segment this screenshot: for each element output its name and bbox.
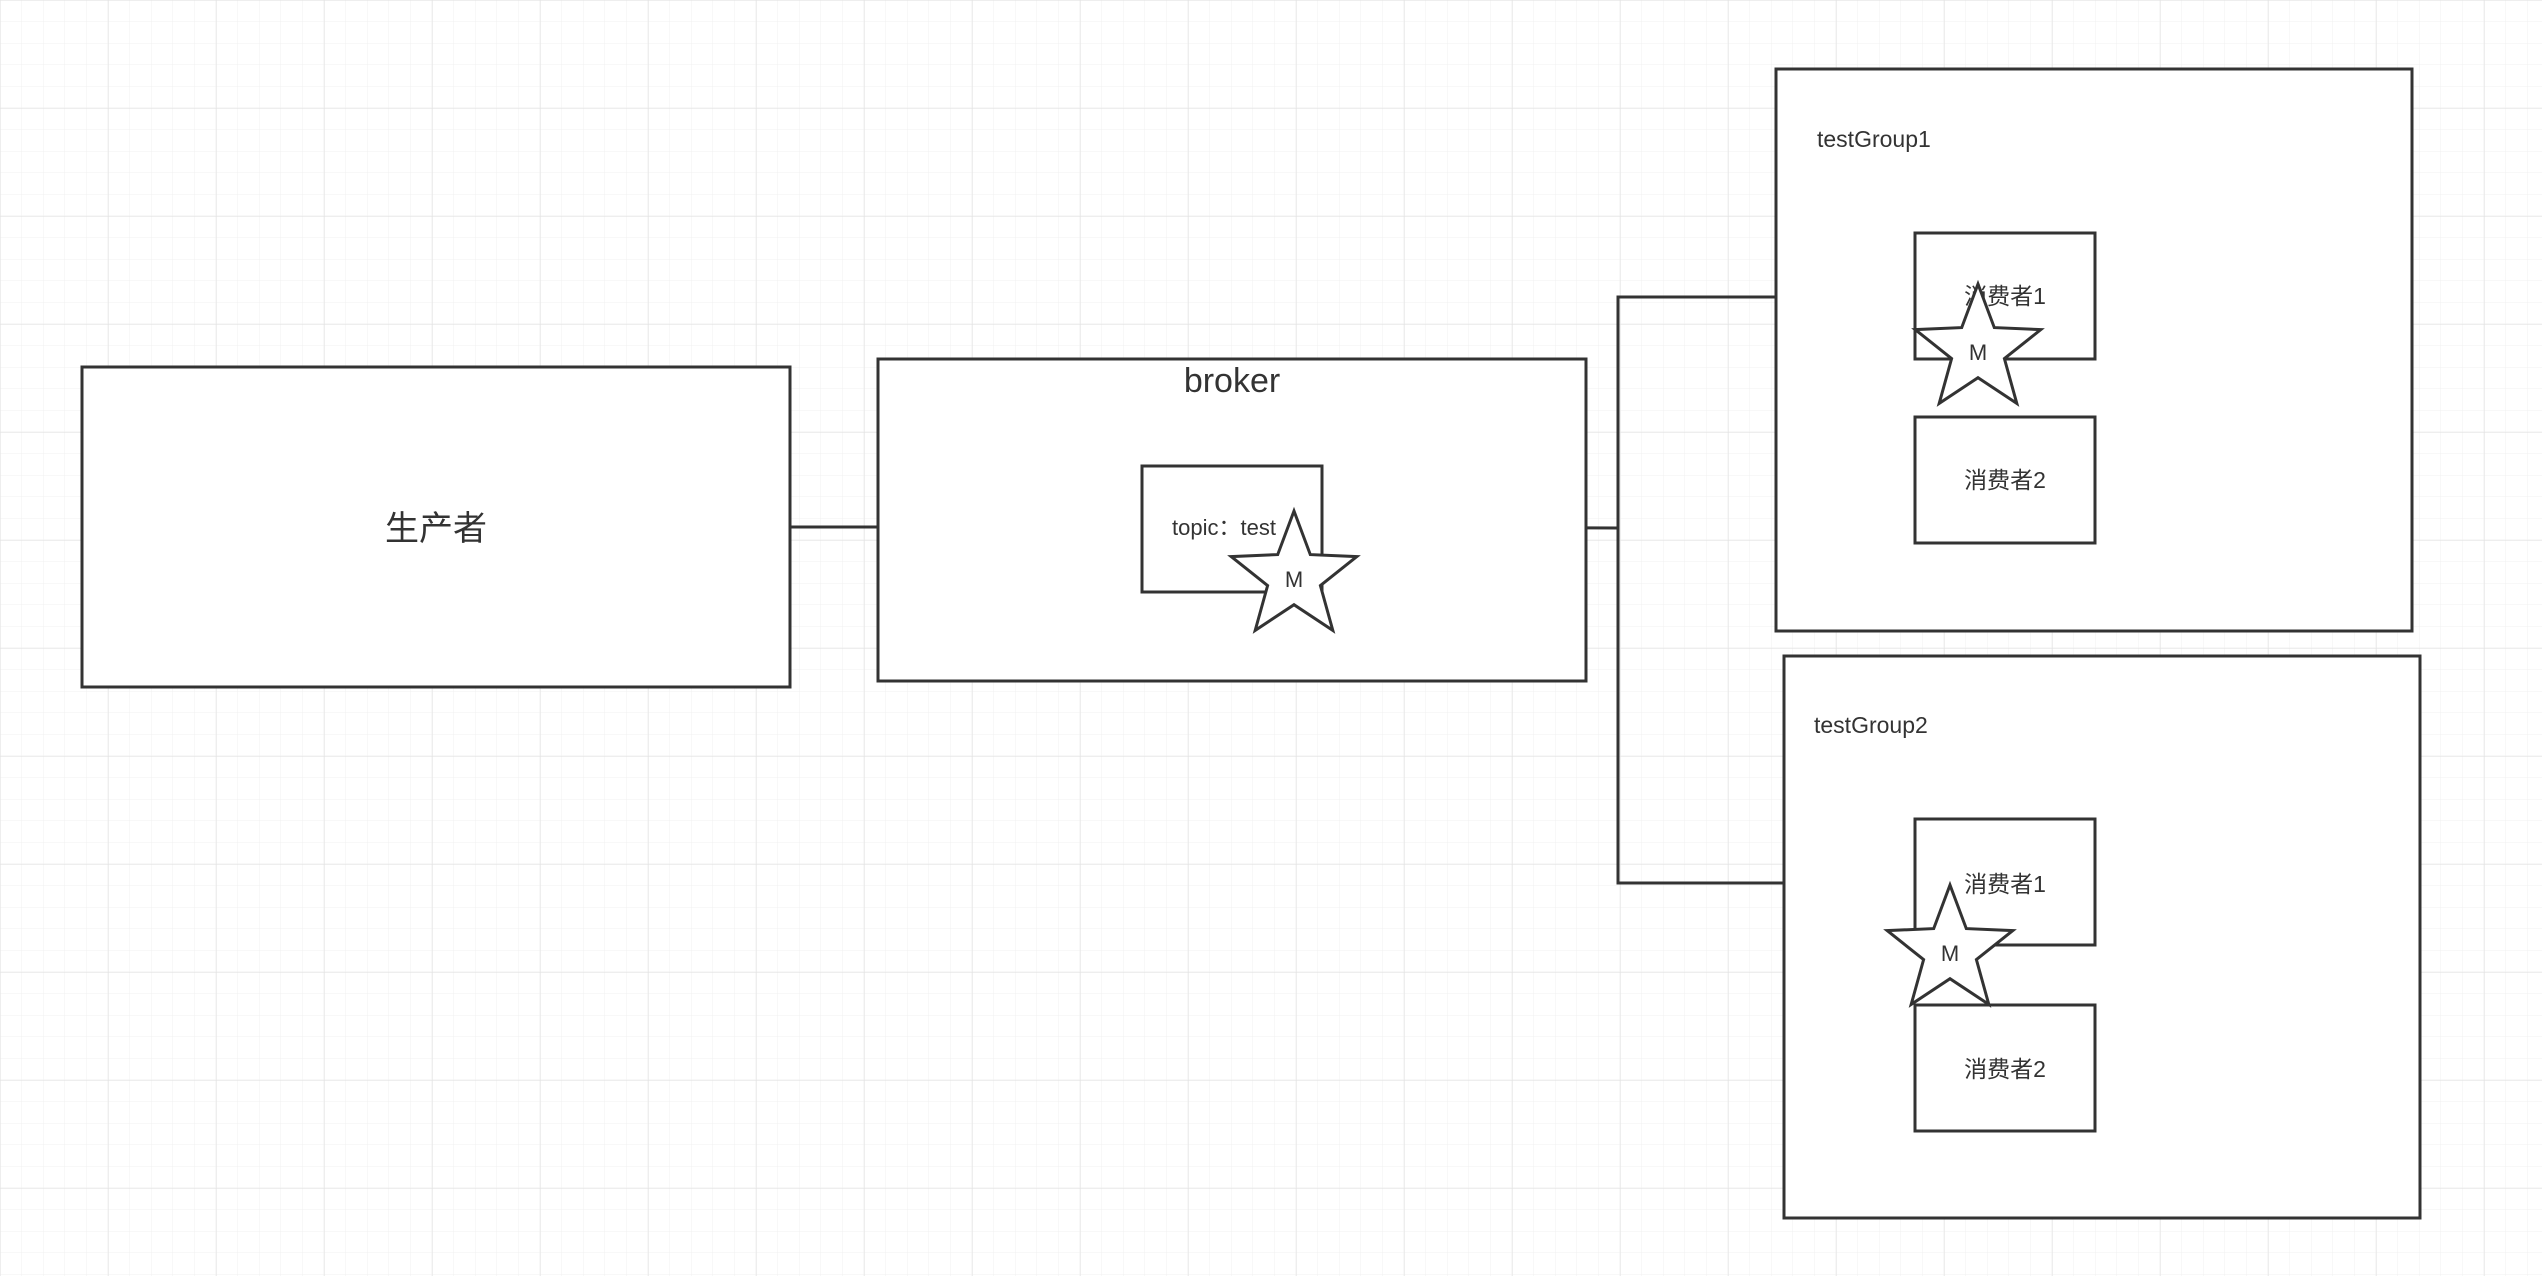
group2-message-star[interactable]: M [1883, 880, 2017, 1008]
star-icon[interactable] [1227, 506, 1361, 634]
broker-node[interactable]: broker topic：test [876, 357, 1588, 683]
group1-message-label: M [1969, 340, 1987, 365]
producer-label: 生产者 [385, 510, 487, 548]
test-group-2-label: testGroup2 [1814, 712, 1928, 738]
group1-consumer2-label: 消费者2 [1964, 467, 2046, 493]
test-group-2-box[interactable] [1782, 654, 2422, 1220]
broker-message-star[interactable]: M [1227, 506, 1361, 634]
group1-message-star[interactable]: M [1911, 279, 2045, 407]
group2-consumer2-label: 消费者2 [1964, 1056, 2046, 1082]
star-icon[interactable] [1911, 279, 2045, 407]
producer-box[interactable] [80, 365, 792, 689]
group2-consumer1-label: 消费者1 [1964, 871, 2046, 897]
test-group-1-label: testGroup1 [1817, 126, 1931, 152]
producer-node[interactable]: 生产者 [80, 365, 792, 689]
group2-consumer2-box[interactable] [1913, 1003, 2097, 1133]
broker-label: broker [1184, 362, 1280, 400]
topic-label: topic：test [1172, 515, 1276, 540]
test-group-1[interactable]: testGroup1 消费者1 消费者2 [1774, 67, 2414, 633]
group1-consumer2-box[interactable] [1913, 415, 2097, 545]
test-group-2[interactable]: testGroup2 消费者1 消费者2 [1782, 654, 2422, 1220]
star-icon[interactable] [1883, 880, 2017, 1008]
broker-message-label: M [1285, 567, 1303, 592]
group2-message-label: M [1941, 941, 1959, 966]
